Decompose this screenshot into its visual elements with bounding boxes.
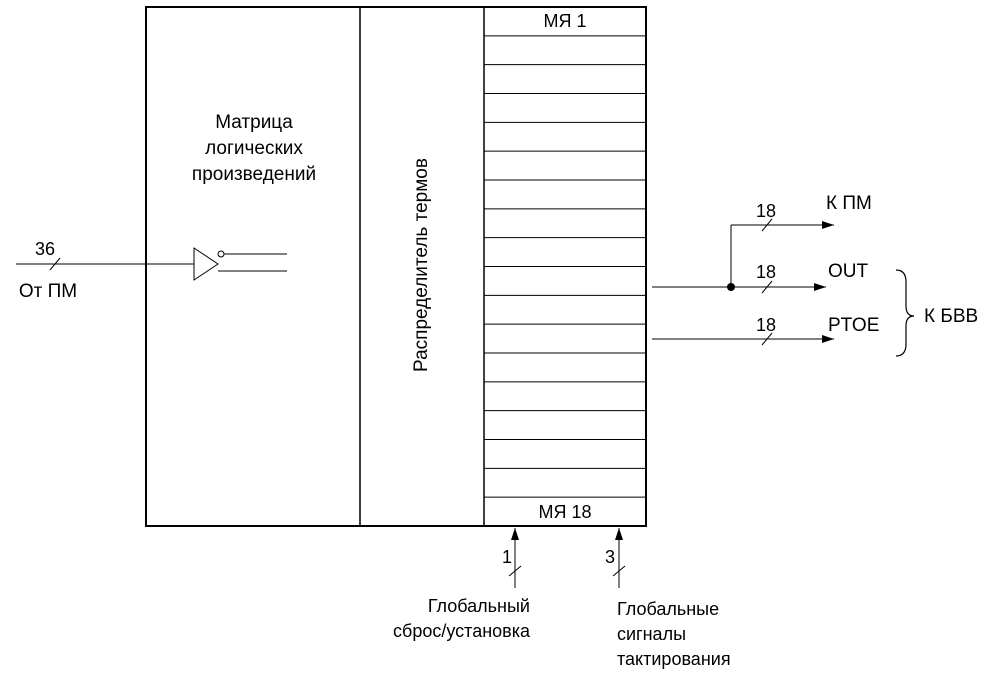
- reset-label-line-1: Глобальный: [428, 596, 530, 616]
- to-pm-bus-slash: [761, 218, 773, 232]
- out-bus-width: 18: [756, 262, 776, 282]
- clock-label-line-3: тактирования: [617, 649, 731, 669]
- input-source-label: От ПМ: [19, 281, 77, 302]
- macrocell-stack: [484, 35, 646, 498]
- ptoe-label: PTOE: [828, 315, 879, 336]
- matrix-label-line-2: логических: [205, 138, 303, 159]
- macrocell-first-label: МЯ 1: [543, 11, 586, 31]
- distributor-label: Распределитель термов: [411, 158, 432, 372]
- matrix-label-line-1: Матрица: [215, 112, 293, 133]
- bvv-brace-icon: [895, 269, 915, 357]
- input-bus-width: 36: [35, 239, 55, 259]
- out-label: OUT: [828, 261, 869, 282]
- matrix-label-line-3: произведений: [192, 164, 316, 185]
- to-pm-bus-width: 18: [756, 201, 776, 221]
- clock-bus-slash: [612, 565, 626, 577]
- clock-label-line-1: Глобальные: [617, 599, 719, 619]
- inverting-buffer-icon: [193, 247, 219, 281]
- reset-bus-width: 1: [502, 547, 512, 567]
- macrocell-last-label: МЯ 18: [538, 502, 591, 522]
- reset-bus-slash: [508, 565, 522, 577]
- to-pm-label: К ПМ: [826, 193, 872, 214]
- reset-label-line-2: сброс/установка: [393, 621, 531, 641]
- out-bus-slash: [761, 280, 773, 294]
- clock-bus-width: 3: [605, 547, 615, 567]
- inversion-bubble: [217, 250, 225, 258]
- input-bus-slash: [49, 257, 61, 271]
- ptoe-bus-width: 18: [756, 315, 776, 335]
- ptoe-bus-slash: [761, 332, 773, 346]
- bvv-label: К БВВ: [924, 306, 978, 327]
- clock-label-line-2: сигналы: [617, 624, 686, 644]
